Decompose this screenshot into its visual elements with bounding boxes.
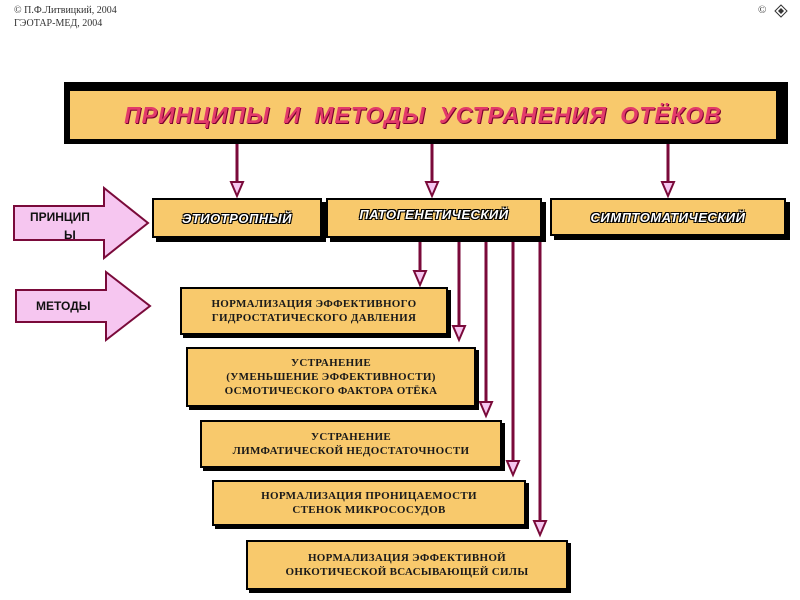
principles-label-line-2: Ы [64,228,76,242]
principle-pathogenetic: ПАТОГЕНЕТИЧЕСКИЙ [326,198,542,238]
connector-to-method-2-arrowhead-icon [451,325,467,343]
method-4-line-1: НОРМАЛИЗАЦИЯ ПРОНИЦАЕМОСТИ [261,490,477,502]
principle-symptomatic: СИМПТОМАТИЧЕСКИЙ [550,198,786,236]
corner-copyright-symbol: © [758,4,767,16]
method-4-line-2: СТЕНОК МИКРОСОСУДОВ [292,504,446,516]
method-5-line-2: ОНКОТИЧЕСКОЙ ВСАСЫВАЮЩЕЙ СИЛЫ [285,566,529,578]
connector-title-to-pathogenetic-arrowhead-icon [424,181,440,199]
connector-to-method-1-arrowhead-icon [412,270,428,288]
method-3-line-2: ЛИМФАТИЧЕСКОЙ НЕДОСТАТОЧНОСТИ [232,445,470,457]
diagram-title: ПРИНЦИПЫ И МЕТОДЫ УСТРАНЕНИЯ ОТЁКОВ [124,101,722,128]
copyright-block: © П.Ф.Литвицкий, 2004 ГЭОТАР-МЕД, 2004 [14,4,117,30]
method-box-1: НОРМАЛИЗАЦИЯ ЭФФЕКТИВНОГО ГИДРОСТАТИЧЕСК… [180,287,448,335]
connector-to-method-3-arrowhead-icon [478,401,494,419]
method-1-line-2: ГИДРОСТАТИЧЕСКОГО ДАВЛЕНИЯ [211,312,417,324]
method-box-4: НОРМАЛИЗАЦИЯ ПРОНИЦАЕМОСТИ СТЕНОК МИКРОС… [212,480,526,526]
method-box-5: НОРМАЛИЗАЦИЯ ЭФФЕКТИВНОЙ ОНКОТИЧЕСКОЙ ВС… [246,540,568,590]
principles-label: ПРИНЦИП Ы [30,208,110,244]
method-2-line-3: ОСМОТИЧЕСКОГО ФАКТОРА ОТЁКА [224,385,438,397]
method-box-2: УСТРАНЕНИЕ (УМЕНЬШЕНИЕ ЭФФЕКТИВНОСТИ) ОС… [186,347,476,407]
methods-label: МЕТОДЫ [36,299,91,313]
method-2-line-1: УСТРАНЕНИЕ [291,357,371,369]
copyright-line-2: ГЭОТАР-МЕД, 2004 [14,18,103,29]
connector-title-to-etiotropic-arrowhead-icon [229,181,245,199]
method-5-line-1: НОРМАЛИЗАЦИЯ ЭФФЕКТИВНОЙ [307,552,507,564]
title-box: ПРИНЦИПЫ И МЕТОДЫ УСТРАНЕНИЯ ОТЁКОВ [68,89,778,141]
method-1-line-1: НОРМАЛИЗАЦИЯ ЭФФЕКТИВНОГО [211,298,417,310]
principle-etiotropic: ЭТИОТРОПНЫЙ [152,198,322,238]
methods-arrow-icon [15,269,152,343]
method-2-line-2: (УМЕНЬШЕНИЕ ЭФФЕКТИВНОСТИ) [226,371,436,383]
connector-to-method-5-arrowhead-icon [532,520,548,538]
principles-label-line-1: ПРИНЦИП [30,210,90,224]
connector-to-method-4-arrowhead-icon [505,460,521,478]
method-box-3: УСТРАНЕНИЕ ЛИМФАТИЧЕСКОЙ НЕДОСТАТОЧНОСТИ [200,420,502,468]
principles-arrow-icon [13,185,150,261]
copyright-line-1: © П.Ф.Литвицкий, 2004 [14,5,117,16]
connector-title-to-symptomatic-arrowhead-icon [660,181,676,199]
method-3-line-1: УСТРАНЕНИЕ [311,431,391,443]
publisher-logo-icon [774,4,788,18]
